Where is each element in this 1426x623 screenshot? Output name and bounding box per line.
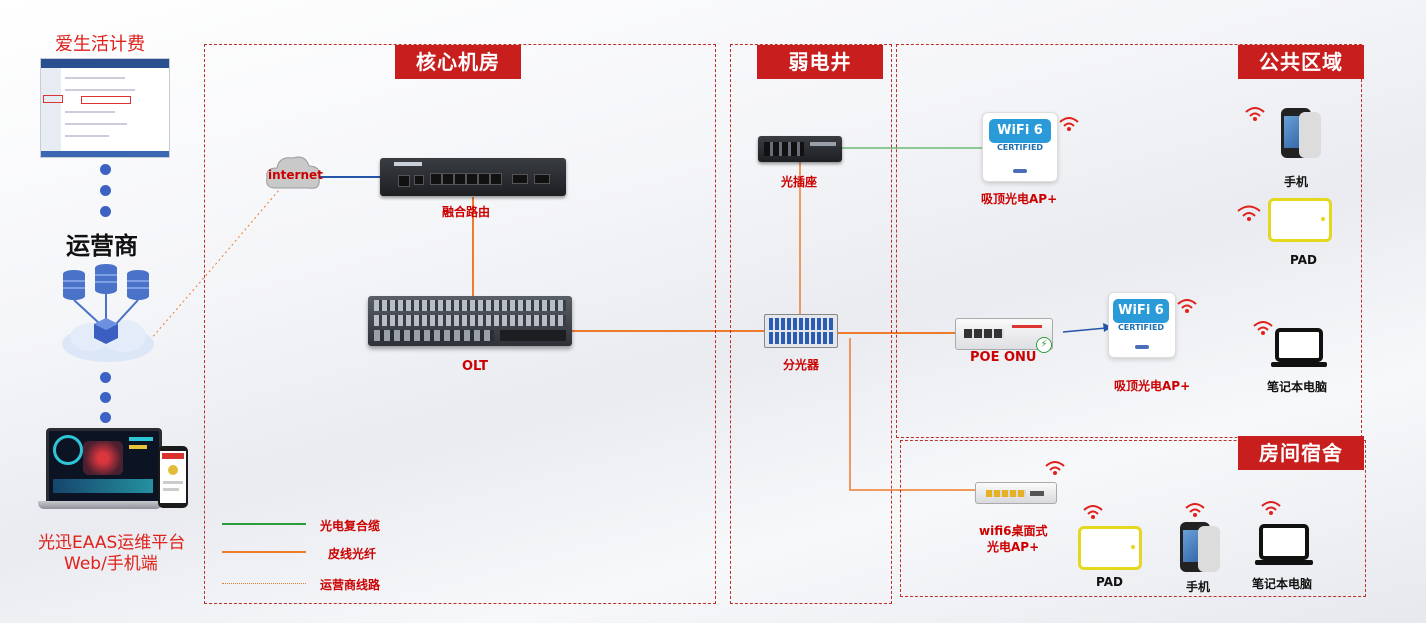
wifi6-badge: WiFi 6 xyxy=(989,119,1051,143)
zone-weak-shaft xyxy=(730,44,892,604)
ceiling-ap-1-device[interactable]: WiFi 6 CERTIFIED xyxy=(982,112,1058,182)
zone-core-room xyxy=(204,44,716,604)
fiber-socket-label: 光插座 xyxy=(781,175,818,189)
legend-carrier-label: 运营商线路 xyxy=(320,578,381,592)
legend-hybrid-cable-label: 光电复合缆 xyxy=(320,519,381,533)
wifi-signal-icon xyxy=(1059,117,1079,131)
dorm-pad-icon xyxy=(1078,526,1142,570)
dorm-phone-icon-back xyxy=(1198,526,1220,572)
wifi-signal-icon xyxy=(1253,321,1273,335)
olt-label: OLT xyxy=(462,359,489,374)
zone-weak-title: 弱电井 xyxy=(757,45,883,79)
billing-title: 爱生活计费 xyxy=(55,34,145,55)
splitter-device[interactable] xyxy=(764,314,838,348)
dorm-pad-label: PAD xyxy=(1096,575,1123,589)
olt-device[interactable] xyxy=(368,296,572,346)
public-laptop-label: 笔记本电脑 xyxy=(1267,380,1328,394)
legend-drop-fiber-label: 皮线光纤 xyxy=(328,547,377,561)
internet-label: internet xyxy=(268,168,323,182)
splitter-label: 分光器 xyxy=(783,358,820,372)
connector-dot xyxy=(100,164,111,175)
public-laptop-icon xyxy=(1271,328,1327,368)
zone-core-title: 核心机房 xyxy=(395,45,521,79)
legend-hybrid-cable-line xyxy=(222,523,306,525)
dorm-laptop-icon xyxy=(1255,524,1313,566)
ceiling-ap-1-label: 吸顶光电AP+ xyxy=(981,192,1058,206)
desktop-ap-label-line1: wifi6桌面式 xyxy=(979,524,1048,538)
connector-dot xyxy=(100,372,111,383)
carrier-line xyxy=(149,182,286,341)
wifi-signal-icon xyxy=(1083,505,1103,519)
wifi-signal-icon xyxy=(1237,205,1261,221)
carrier-label: 运营商 xyxy=(66,232,138,260)
onu-ap2-link xyxy=(1062,327,1107,333)
wifi-signal-icon xyxy=(1245,107,1265,121)
ceiling-ap-2-label: 吸顶光电AP+ xyxy=(1114,379,1191,393)
platform-title: 光迅EAAS运维平台 xyxy=(38,533,186,553)
wifi-signal-icon xyxy=(1177,299,1197,313)
wifi6-badge: WiFi 6 xyxy=(1113,299,1169,323)
poe-onu-device[interactable]: ⚡ xyxy=(955,318,1053,353)
public-pad-icon xyxy=(1268,198,1332,242)
connector-dot xyxy=(100,412,111,423)
splitter-deskap-link xyxy=(849,338,975,491)
billing-screenshot[interactable] xyxy=(40,58,170,158)
wifi-signal-icon xyxy=(1185,503,1205,517)
dorm-phone-label: 手机 xyxy=(1186,580,1211,594)
wifi6-certified-text: CERTIFIED xyxy=(1117,323,1165,332)
desktop-ap-device[interactable] xyxy=(975,482,1057,504)
zone-dorm-title: 房间宿舍 xyxy=(1238,436,1364,470)
public-pad-label: PAD xyxy=(1290,253,1317,267)
desktop-ap-label-line2: 光电AP+ xyxy=(987,540,1040,554)
internet-cloud-icon xyxy=(263,152,321,198)
zone-public-title: 公共区域 xyxy=(1238,45,1364,79)
legend-drop-fiber-line xyxy=(222,551,306,553)
wifi-signal-icon xyxy=(1261,501,1281,515)
wifi6-certified-text: CERTIFIED xyxy=(996,143,1044,152)
ceiling-ap-2-device[interactable]: WiFi 6 CERTIFIED xyxy=(1108,292,1176,358)
public-phone-label: 手机 xyxy=(1284,175,1309,189)
platform-subtitle: Web/手机端 xyxy=(64,554,158,574)
platform-phone-image xyxy=(158,446,188,508)
fiber-socket-device[interactable] xyxy=(758,136,842,162)
platform-laptop-image xyxy=(38,428,162,514)
onu-ap2-arrow xyxy=(1103,323,1112,332)
public-phone-icon-back xyxy=(1299,112,1321,158)
legend-carrier-line xyxy=(222,583,306,584)
connector-dot xyxy=(100,392,111,403)
zone-public-area xyxy=(896,44,1362,438)
zone-dormitory xyxy=(900,440,1366,597)
connector-dot xyxy=(100,206,111,217)
fusion-router-label: 融合路由 xyxy=(442,205,491,219)
dorm-laptop-label: 笔记本电脑 xyxy=(1252,577,1313,591)
connector-dot xyxy=(100,185,111,196)
poe-onu-label: POE ONU xyxy=(970,350,1037,365)
wifi-signal-icon xyxy=(1045,461,1065,475)
fusion-router-device[interactable] xyxy=(380,158,566,196)
carrier-cloud-icon xyxy=(60,262,155,364)
